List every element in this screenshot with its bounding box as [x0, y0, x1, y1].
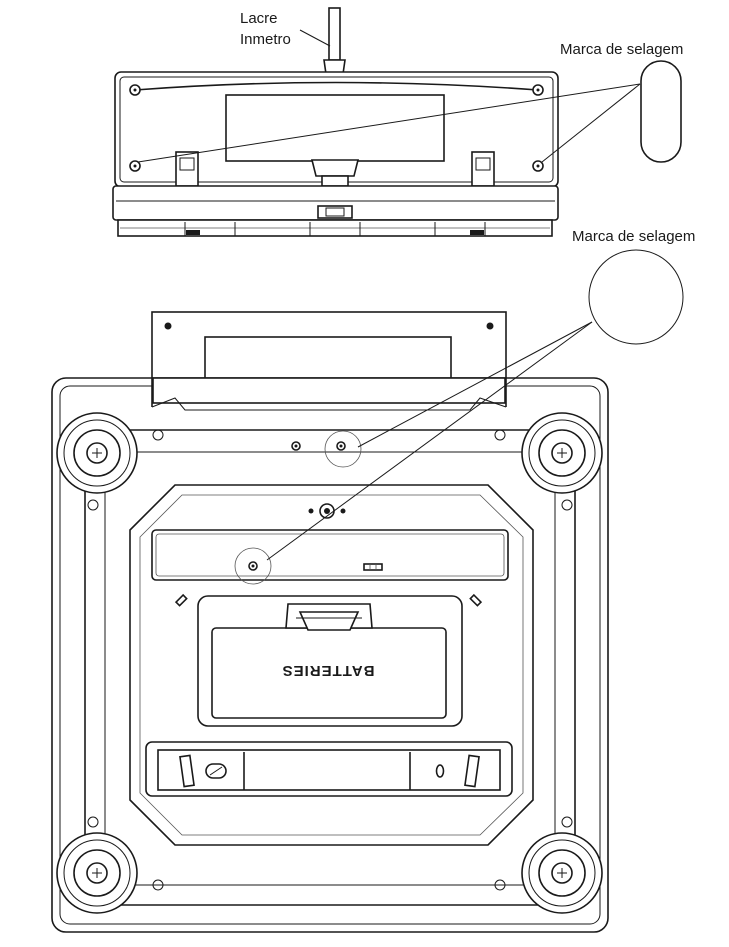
hinge-left — [175, 151, 199, 187]
label-lacre: Lacre — [240, 10, 278, 27]
display-window — [225, 94, 445, 162]
foot-bottom-right — [521, 832, 603, 914]
seal-mark-oval — [640, 60, 682, 163]
foot-bottom-left — [56, 832, 138, 914]
hinge-right — [471, 151, 495, 187]
callout-inmetro-leader — [299, 29, 331, 47]
label-seal-mark-top: Marca de selagem — [560, 41, 684, 58]
upper-cover-panel — [151, 529, 509, 581]
battery-label: BATTERIES — [282, 662, 375, 679]
foot-top-left — [56, 412, 138, 494]
foot-top-right — [521, 412, 603, 494]
top-view-display-unit — [112, 7, 559, 237]
callout-top-seal-mark — [137, 60, 682, 163]
callout-bottom-seal-mark — [234, 249, 684, 585]
bottom-view-scale: BATTERIES — [51, 311, 609, 933]
display-head-screws — [129, 84, 544, 172]
inmetro-seal-post — [323, 7, 346, 75]
label-seal-mark-bottom: Marca de selagem — [572, 228, 696, 245]
label-inmetro: Inmetro — [240, 31, 291, 48]
seal-mark-circle — [588, 249, 684, 345]
